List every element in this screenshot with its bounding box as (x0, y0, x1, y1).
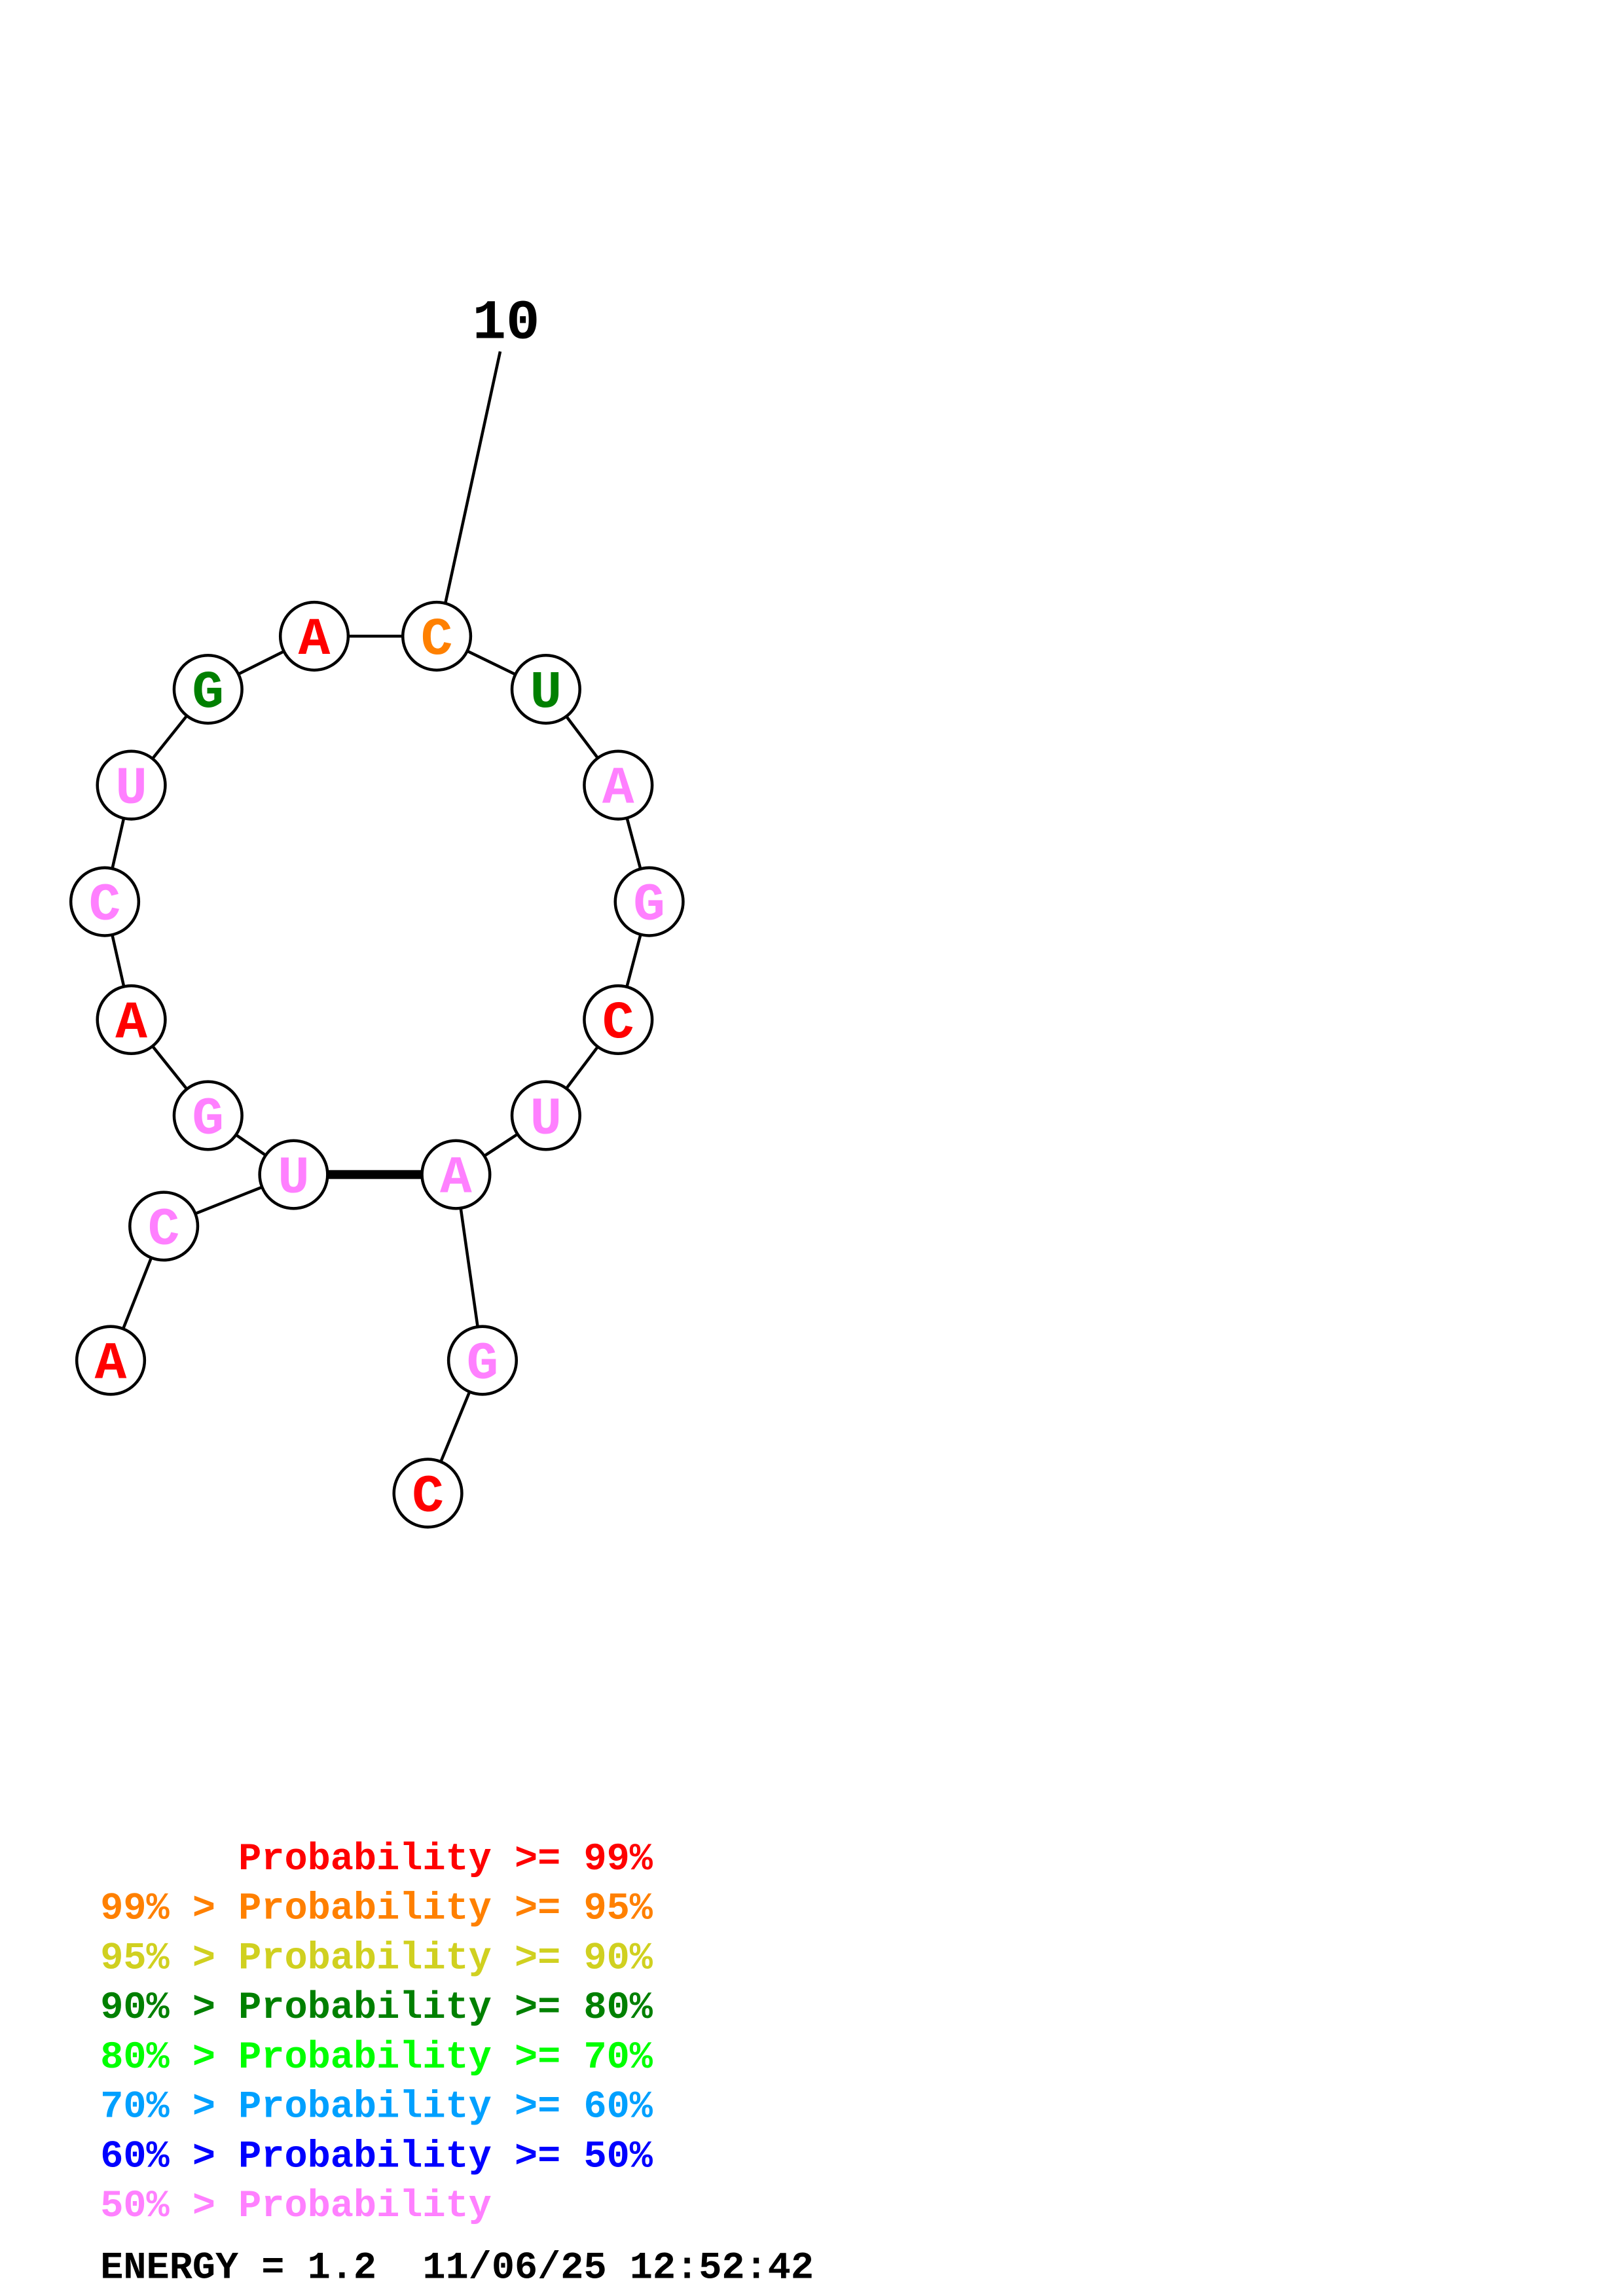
nucleotide-circle (96, 984, 167, 1056)
legend-entry: Probability >= 99% (100, 1837, 653, 1881)
nucleotide-base: A (299, 610, 331, 670)
nucleotide-12: A (583, 749, 654, 821)
nucleotide-circle (75, 1325, 147, 1396)
nucleotide-circle (583, 984, 654, 1056)
nucleotide-base: A (602, 759, 634, 819)
nucleotide-2: C (128, 1191, 200, 1262)
nucleotide-9: A (278, 600, 350, 672)
nucleotide-circle (172, 1080, 244, 1151)
nucleotide-base: U (530, 663, 562, 723)
position-tick-line (444, 351, 502, 603)
nucleotide-circle (447, 1325, 519, 1396)
nucleotide-4: G (172, 1080, 244, 1151)
legend-entry: 99% > Probability >= 95% (100, 1887, 653, 1931)
nucleotide-14: C (583, 984, 654, 1056)
nucleotide-18: C (392, 1458, 464, 1529)
nucleotide-base: G (633, 876, 665, 936)
nucleotide-circle (510, 1080, 581, 1151)
legend-entry: 90% > Probability >= 80% (100, 1986, 653, 2030)
legend-entry: 50% > Probability (100, 2184, 492, 2228)
nucleotide-10: C (401, 600, 473, 672)
nucleotide-circle (583, 749, 654, 821)
nucleotide-7: U (96, 749, 167, 821)
nucleotide-11: U (510, 654, 581, 725)
nucleotide-circle (392, 1458, 464, 1529)
nucleotide-13: G (613, 866, 685, 937)
legend-entry: 70% > Probability >= 60% (100, 2085, 653, 2129)
nucleotide-5: A (96, 984, 167, 1056)
nucleotide-base: A (115, 994, 147, 1054)
nucleotide-base: U (530, 1089, 562, 1149)
nucleotide-base: C (421, 610, 453, 670)
legend-entry: 60% > Probability >= 50% (100, 2134, 653, 2178)
nucleotide-circle (69, 866, 141, 937)
nucleotide-circle (420, 1139, 492, 1210)
probability-legend: Probability >= 99% 99% > Probability >= 9… (100, 1837, 653, 2228)
nucleotide-8: G (172, 654, 244, 725)
nucleotide-base: G (467, 1335, 499, 1395)
nucleotide-base: C (602, 994, 634, 1054)
position-label: 10 (473, 292, 540, 355)
nucleotide-base: U (115, 759, 147, 819)
legend-entry: 95% > Probability >= 90% (100, 1936, 653, 1980)
nucleotide-6: C (69, 866, 141, 937)
nucleotide-16: A (420, 1139, 492, 1210)
nucleotide-base: C (89, 876, 121, 936)
nucleotide-17: G (447, 1325, 519, 1396)
nucleotide-circle (510, 654, 581, 725)
nucleotide-base: C (412, 1467, 444, 1527)
nucleotide-base: U (278, 1149, 310, 1209)
nucleotide-circle (96, 749, 167, 821)
nucleotide-circle (172, 654, 244, 725)
nucleotide-base: G (192, 663, 224, 723)
nucleotide-circle (278, 600, 350, 672)
nucleotide-base: A (95, 1335, 127, 1395)
nucleotide-circle (613, 866, 685, 937)
nucleotide-base: A (440, 1149, 472, 1209)
nucleotide-15: U (510, 1080, 581, 1151)
nucleotide-circle (128, 1191, 200, 1262)
nucleotide-base: C (148, 1200, 180, 1260)
nucleotide-circle (258, 1139, 329, 1210)
nucleotide-circle (401, 600, 473, 672)
nucleotide-3: U (258, 1139, 329, 1210)
backbone (103, 634, 651, 1494)
energy-footer: ENERGY = 1.2 11/06/25 12:52:42 (100, 2246, 814, 2289)
nucleotide-base: G (192, 1089, 224, 1149)
nucleotide-1: A (75, 1325, 147, 1396)
legend-entry: 80% > Probability >= 70% (100, 2036, 653, 2079)
